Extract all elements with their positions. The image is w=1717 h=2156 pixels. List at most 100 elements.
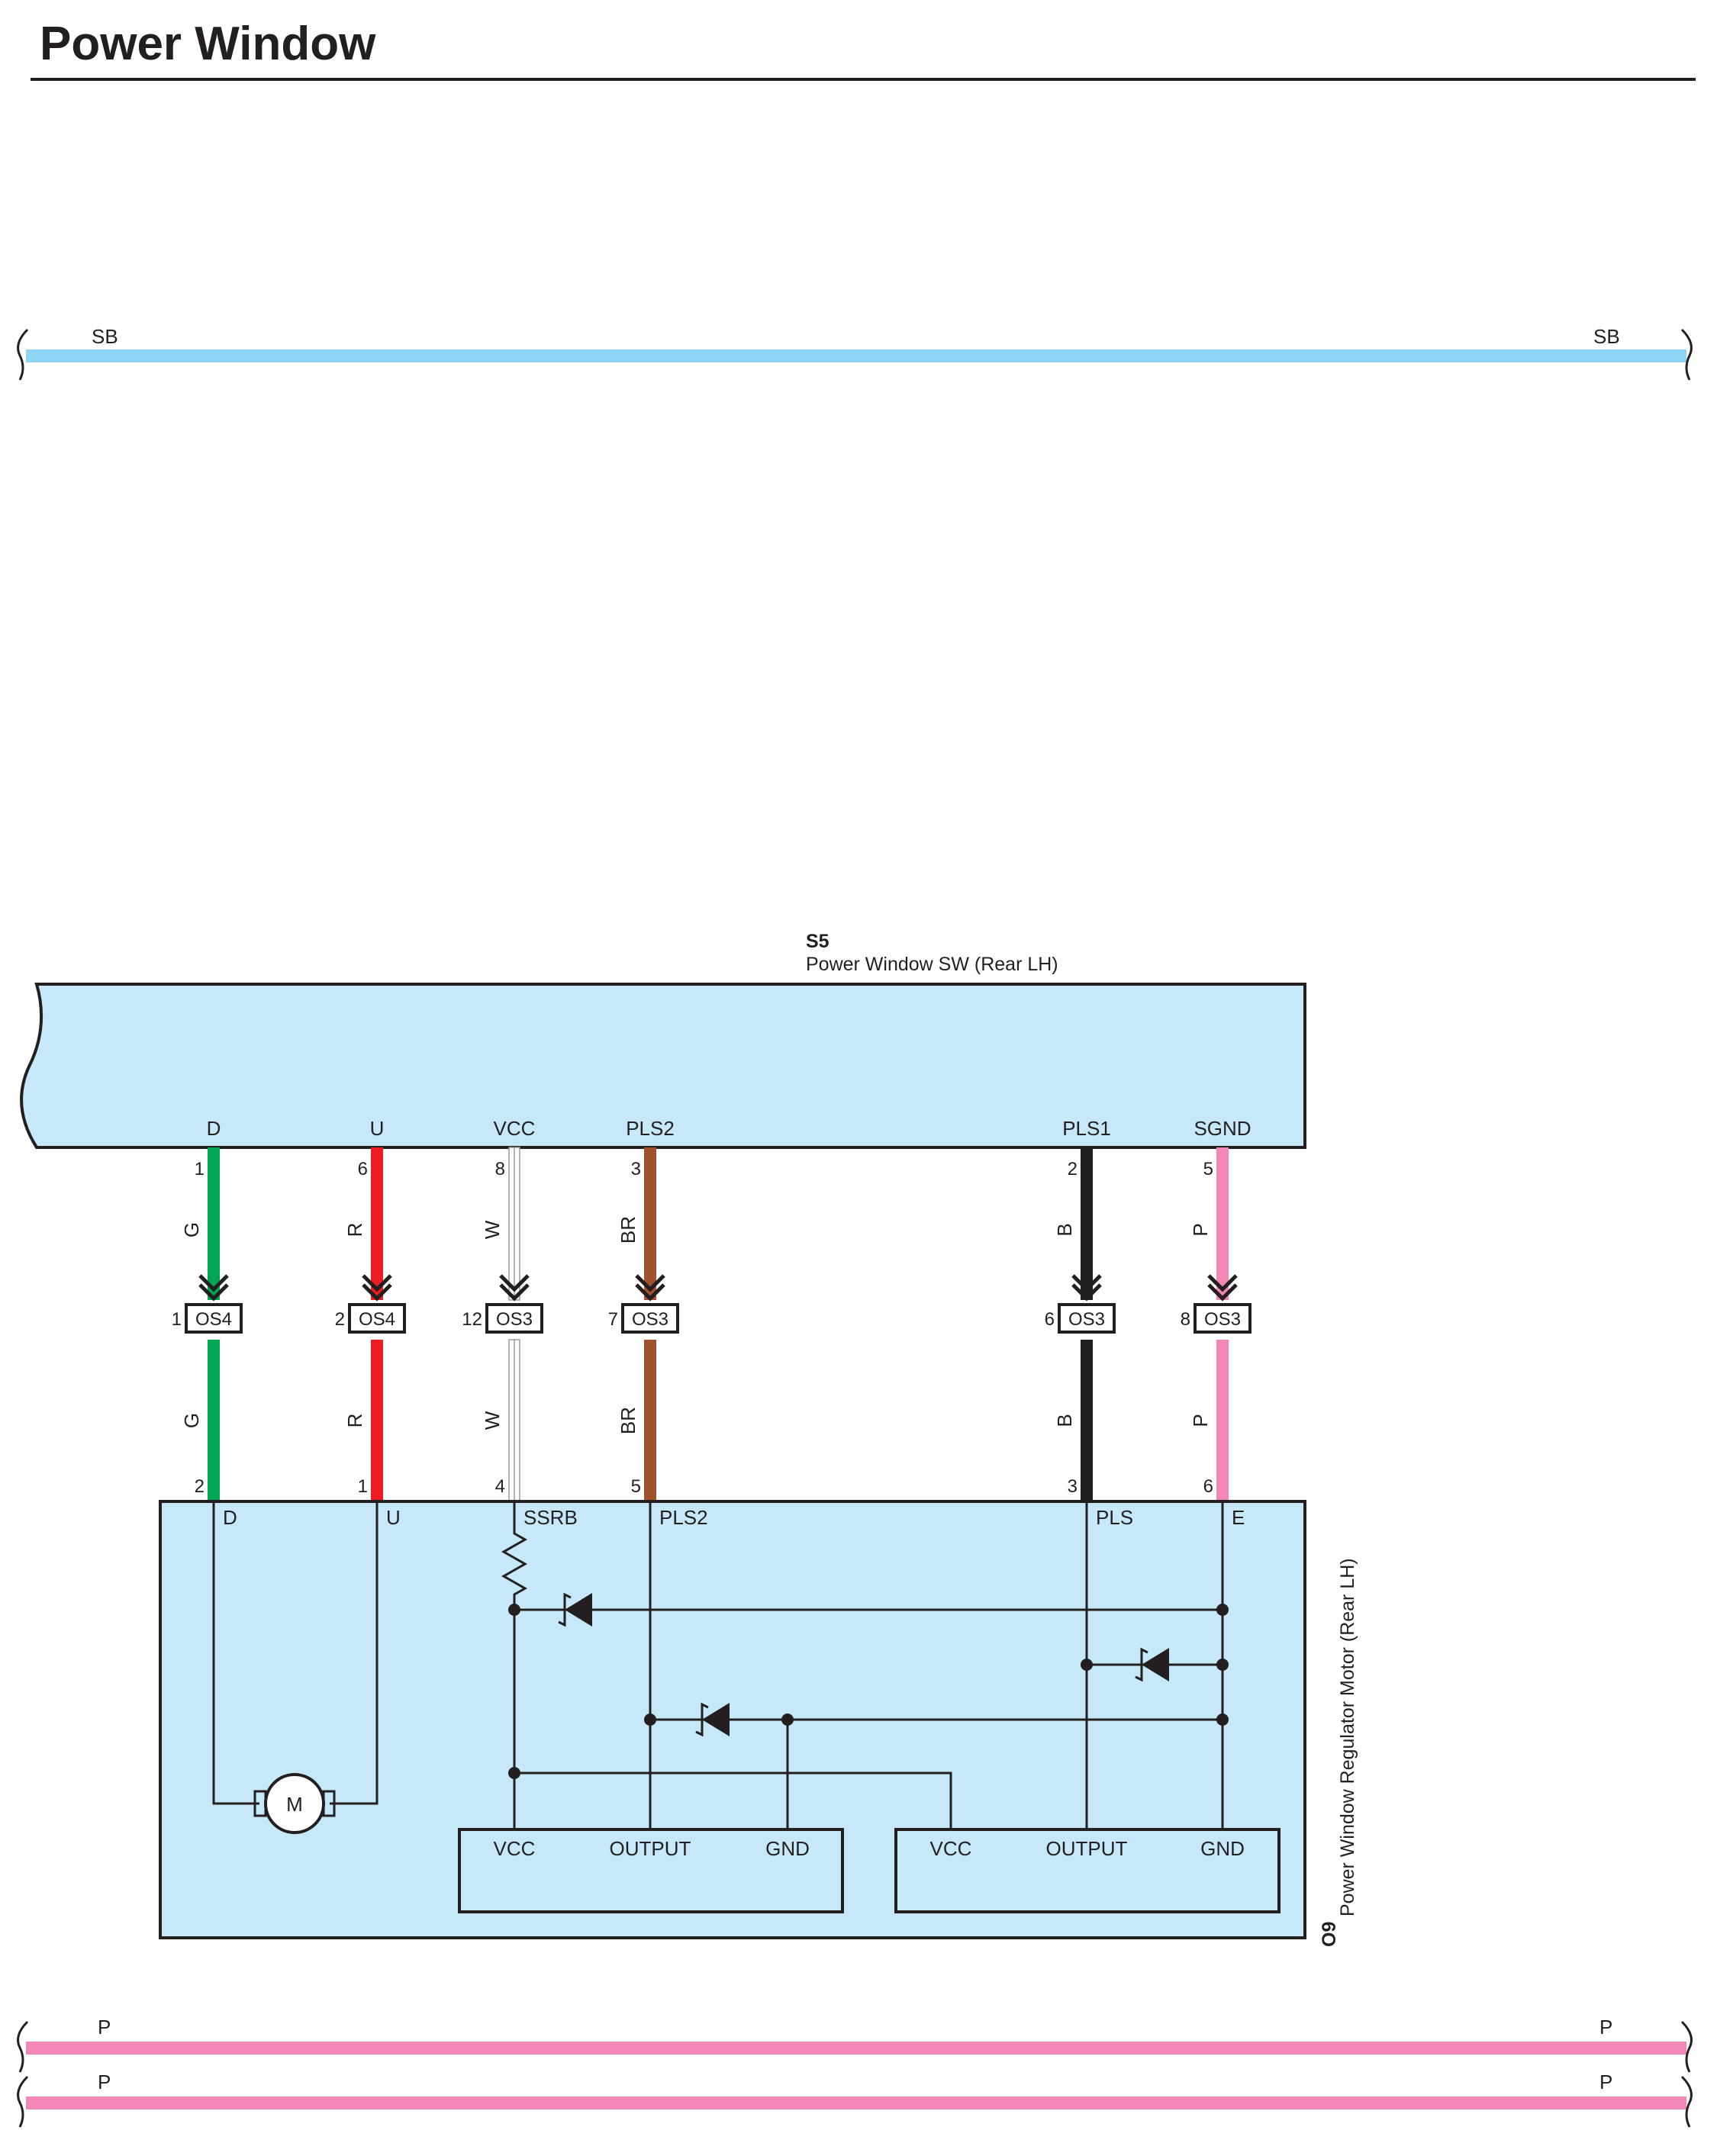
resistor: [501, 1501, 528, 1829]
motor-internal-wiring: [212, 1501, 1224, 1829]
bus-line: [26, 2096, 1686, 2109]
motor-pin-pls2: 5: [631, 1476, 641, 1497]
wire-pls1-segment-1: [1081, 1147, 1093, 1300]
bus-label-right: P: [1599, 2016, 1612, 2039]
wire-color-label-u-1: R: [343, 1223, 366, 1237]
connector-box-vcc: [485, 1303, 543, 1334]
wire-color-label-d-2: G: [180, 1413, 203, 1428]
connector-chevron-d-1: [198, 1274, 229, 1292]
connector-chevron-d-2: [198, 1283, 229, 1302]
motor-pin-sgnd: 6: [1203, 1476, 1213, 1497]
wire-color-label-pls1-2: B: [1053, 1414, 1076, 1427]
switch-pin-sgnd: 5: [1203, 1159, 1213, 1179]
switch-pin-vcc: 8: [495, 1159, 505, 1179]
page-title: Power Window: [40, 18, 376, 70]
wire-color-label-sgnd-2: P: [1189, 1414, 1212, 1427]
vcc-feed: [514, 1771, 952, 1829]
connector-code-sgnd: OS3: [1204, 1309, 1241, 1330]
motor-pin-vcc: 4: [495, 1476, 505, 1497]
wire-color-label-vcc-1: W: [481, 1220, 504, 1239]
sensor-1-gnd: GND: [765, 1837, 810, 1860]
connector-box-d: [185, 1303, 243, 1334]
motor-terminal-pls: PLS: [1096, 1506, 1133, 1529]
motor-terminal-u: U: [386, 1506, 401, 1529]
motor-wire-d: [212, 1501, 259, 1805]
hall-sensor-2: VCC OUTPUT GND: [894, 1828, 1281, 1913]
motor-code: O9: [1319, 1922, 1340, 1947]
wire-sgnd-segment-1: [1216, 1147, 1229, 1300]
junction-dots: [508, 1604, 1229, 1779]
wire-pls1-segment-2: [1081, 1340, 1093, 1501]
connector-pin-sgnd: 8: [1181, 1309, 1190, 1330]
bus-label-left: P: [98, 2016, 111, 2039]
bus-break-right: [1680, 2075, 1693, 2128]
switch-terminal-vcc: VCC: [494, 1117, 536, 1140]
bus-break-left: [17, 328, 29, 381]
bus-break-right: [1680, 2020, 1693, 2073]
connector-chevron-pls1-1: [1071, 1274, 1102, 1292]
power-window-switch: S5 Power Window SW (Rear LH): [20, 931, 1306, 1149]
sensor-2-gnd: GND: [1200, 1837, 1245, 1860]
wire-u-segment-2: [371, 1340, 383, 1501]
bus-label-left: P: [98, 2071, 111, 2093]
motor-pin-u: 1: [358, 1476, 368, 1497]
zener-diode-3: [695, 1702, 730, 1737]
connector-pin-u: 2: [335, 1309, 345, 1330]
zener-diode-1: [558, 1592, 592, 1627]
connector-code-vcc: OS3: [496, 1309, 533, 1330]
motor-wire-u: [330, 1501, 379, 1805]
wire-pls2-segment-2: [644, 1340, 656, 1501]
wire-d-segment-1: [208, 1147, 220, 1300]
wire-u-segment-1: [371, 1147, 383, 1300]
motor-name: Power Window Regulator Motor (Rear LH): [1337, 1558, 1358, 1916]
connector-pin-pls2: 7: [608, 1309, 618, 1330]
bus-break-right: [1680, 328, 1693, 381]
motor-terminal-pls2: PLS2: [659, 1506, 708, 1529]
sensor-1-vcc: VCC: [494, 1837, 536, 1860]
sensor-2-output: OUTPUT: [1046, 1837, 1128, 1860]
sensor-1-output: OUTPUT: [610, 1837, 691, 1860]
switch-body: [20, 983, 1306, 1149]
bus-sb: SB SB: [17, 325, 1693, 381]
switch-pin-pls2: 3: [631, 1159, 641, 1179]
zener-diode-2: [1135, 1647, 1169, 1682]
bus-label-left: SB: [92, 325, 118, 348]
bus-line: [26, 349, 1686, 362]
wire-color-label-pls2-2: BR: [617, 1407, 639, 1434]
motor-symbol-label: M: [286, 1793, 303, 1816]
switch-name: Power Window SW (Rear LH): [806, 954, 1058, 975]
wire-d-segment-2: [208, 1340, 220, 1501]
switch-pin-u: 6: [358, 1159, 368, 1179]
switch-terminal-sgnd: SGND: [1194, 1117, 1251, 1140]
wire-sgnd-segment-2: [1216, 1340, 1229, 1501]
switch-terminal-pls1: PLS1: [1062, 1117, 1111, 1140]
wire-color-label-pls1-1: B: [1053, 1223, 1076, 1236]
connector-code-pls1: OS3: [1068, 1309, 1105, 1330]
connector-pin-vcc: 12: [462, 1309, 482, 1330]
switch-terminal-d: D: [207, 1117, 221, 1140]
switch-pin-pls1: 2: [1068, 1159, 1078, 1179]
switch-terminal-pls2: PLS2: [626, 1117, 675, 1140]
wire-pls2-segment-1: [644, 1147, 656, 1300]
connector-chevron-sgnd-2: [1207, 1283, 1238, 1302]
wire-color-label-d-1: G: [180, 1222, 203, 1237]
bus-line: [26, 2042, 1686, 2055]
wire-color-label-pls2-1: BR: [617, 1216, 639, 1244]
connector-code-pls2: OS3: [632, 1309, 668, 1330]
hall-sensor-1: VCC OUTPUT GND: [458, 1828, 844, 1913]
connector-chevron-vcc-2: [499, 1283, 530, 1302]
connector-chevron-u-1: [362, 1274, 392, 1292]
connector-pin-pls1: 6: [1045, 1309, 1055, 1330]
connector-chevron-pls2-1: [635, 1274, 665, 1292]
bus-break-left: [17, 2075, 29, 2128]
connector-chevron-pls2-2: [635, 1283, 665, 1302]
connector-chevron-u-2: [362, 1283, 392, 1302]
connector-box-sgnd: [1194, 1303, 1252, 1334]
wire-color-label-sgnd-1: P: [1189, 1223, 1212, 1236]
switch-pin-d: 1: [195, 1159, 205, 1179]
motor-terminal-d: D: [223, 1506, 237, 1529]
bus-p-2: P P: [17, 2071, 1693, 2128]
connector-chevron-sgnd-1: [1207, 1274, 1238, 1292]
connector-chevron-pls1-2: [1071, 1283, 1102, 1302]
